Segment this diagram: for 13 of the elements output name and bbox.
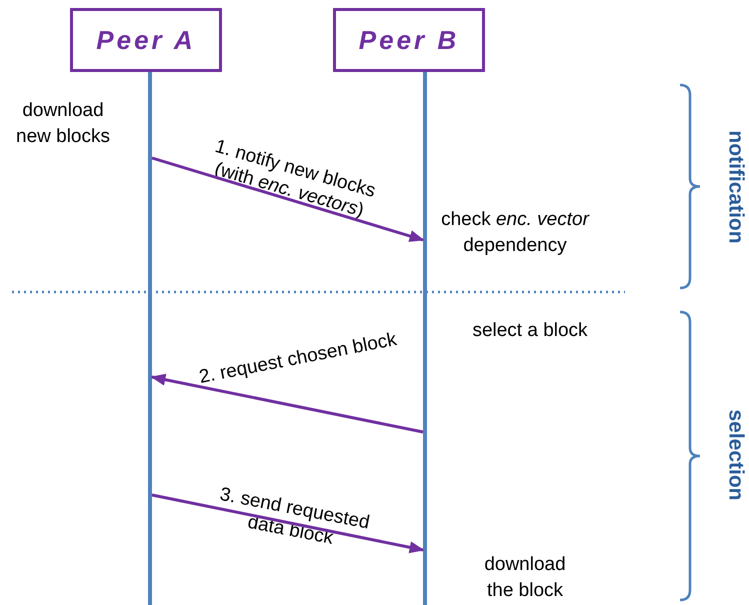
step-note: select a block (471, 319, 589, 343)
step-note: download new blocks (15, 99, 111, 149)
phase-label: selection (723, 409, 748, 501)
message-arrow (152, 494, 424, 554)
phase-label: notification (723, 130, 748, 244)
step-note: download the block (483, 553, 567, 603)
message-arrow (152, 156, 424, 242)
message-arrow (150, 374, 424, 434)
participant-box: Peer A (70, 8, 222, 72)
participant-box: Peer B (333, 8, 485, 72)
edge-label: 2. request chosen block (196, 328, 400, 390)
edge-label: 1. notify new blocks (with enc. vectors) (211, 135, 379, 224)
step-note: check enc. vector dependency (440, 208, 590, 258)
